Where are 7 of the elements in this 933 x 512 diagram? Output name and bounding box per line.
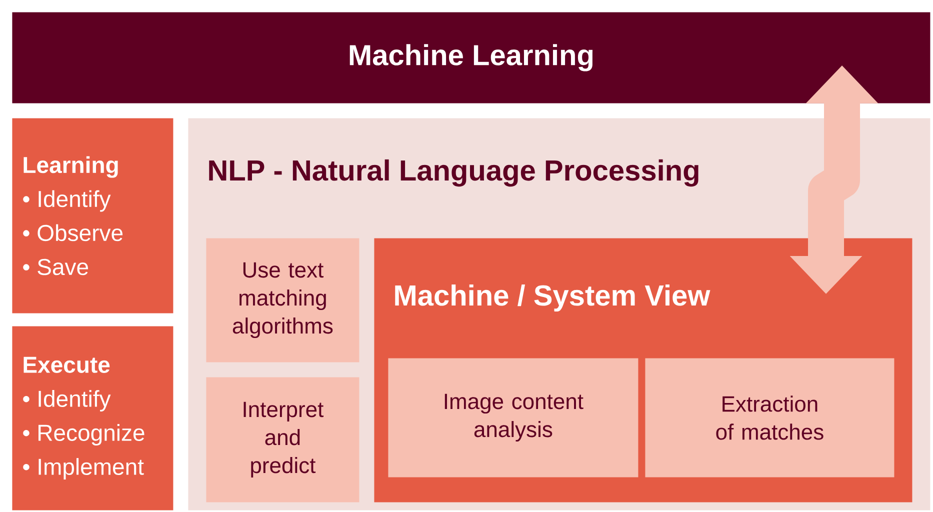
list-box: Learning • Identify • Observe • Save [12, 118, 174, 314]
process-box: Extraction of matches [645, 358, 894, 478]
process-box: Image content analysis [388, 358, 638, 478]
process-box: Interpret and predict [206, 377, 360, 502]
list-box: Execute • Identify • Recognize • Implement [12, 326, 174, 510]
title-banner: Machine Learning [12, 12, 930, 104]
process-box: Use text matching algorithms [206, 238, 360, 362]
